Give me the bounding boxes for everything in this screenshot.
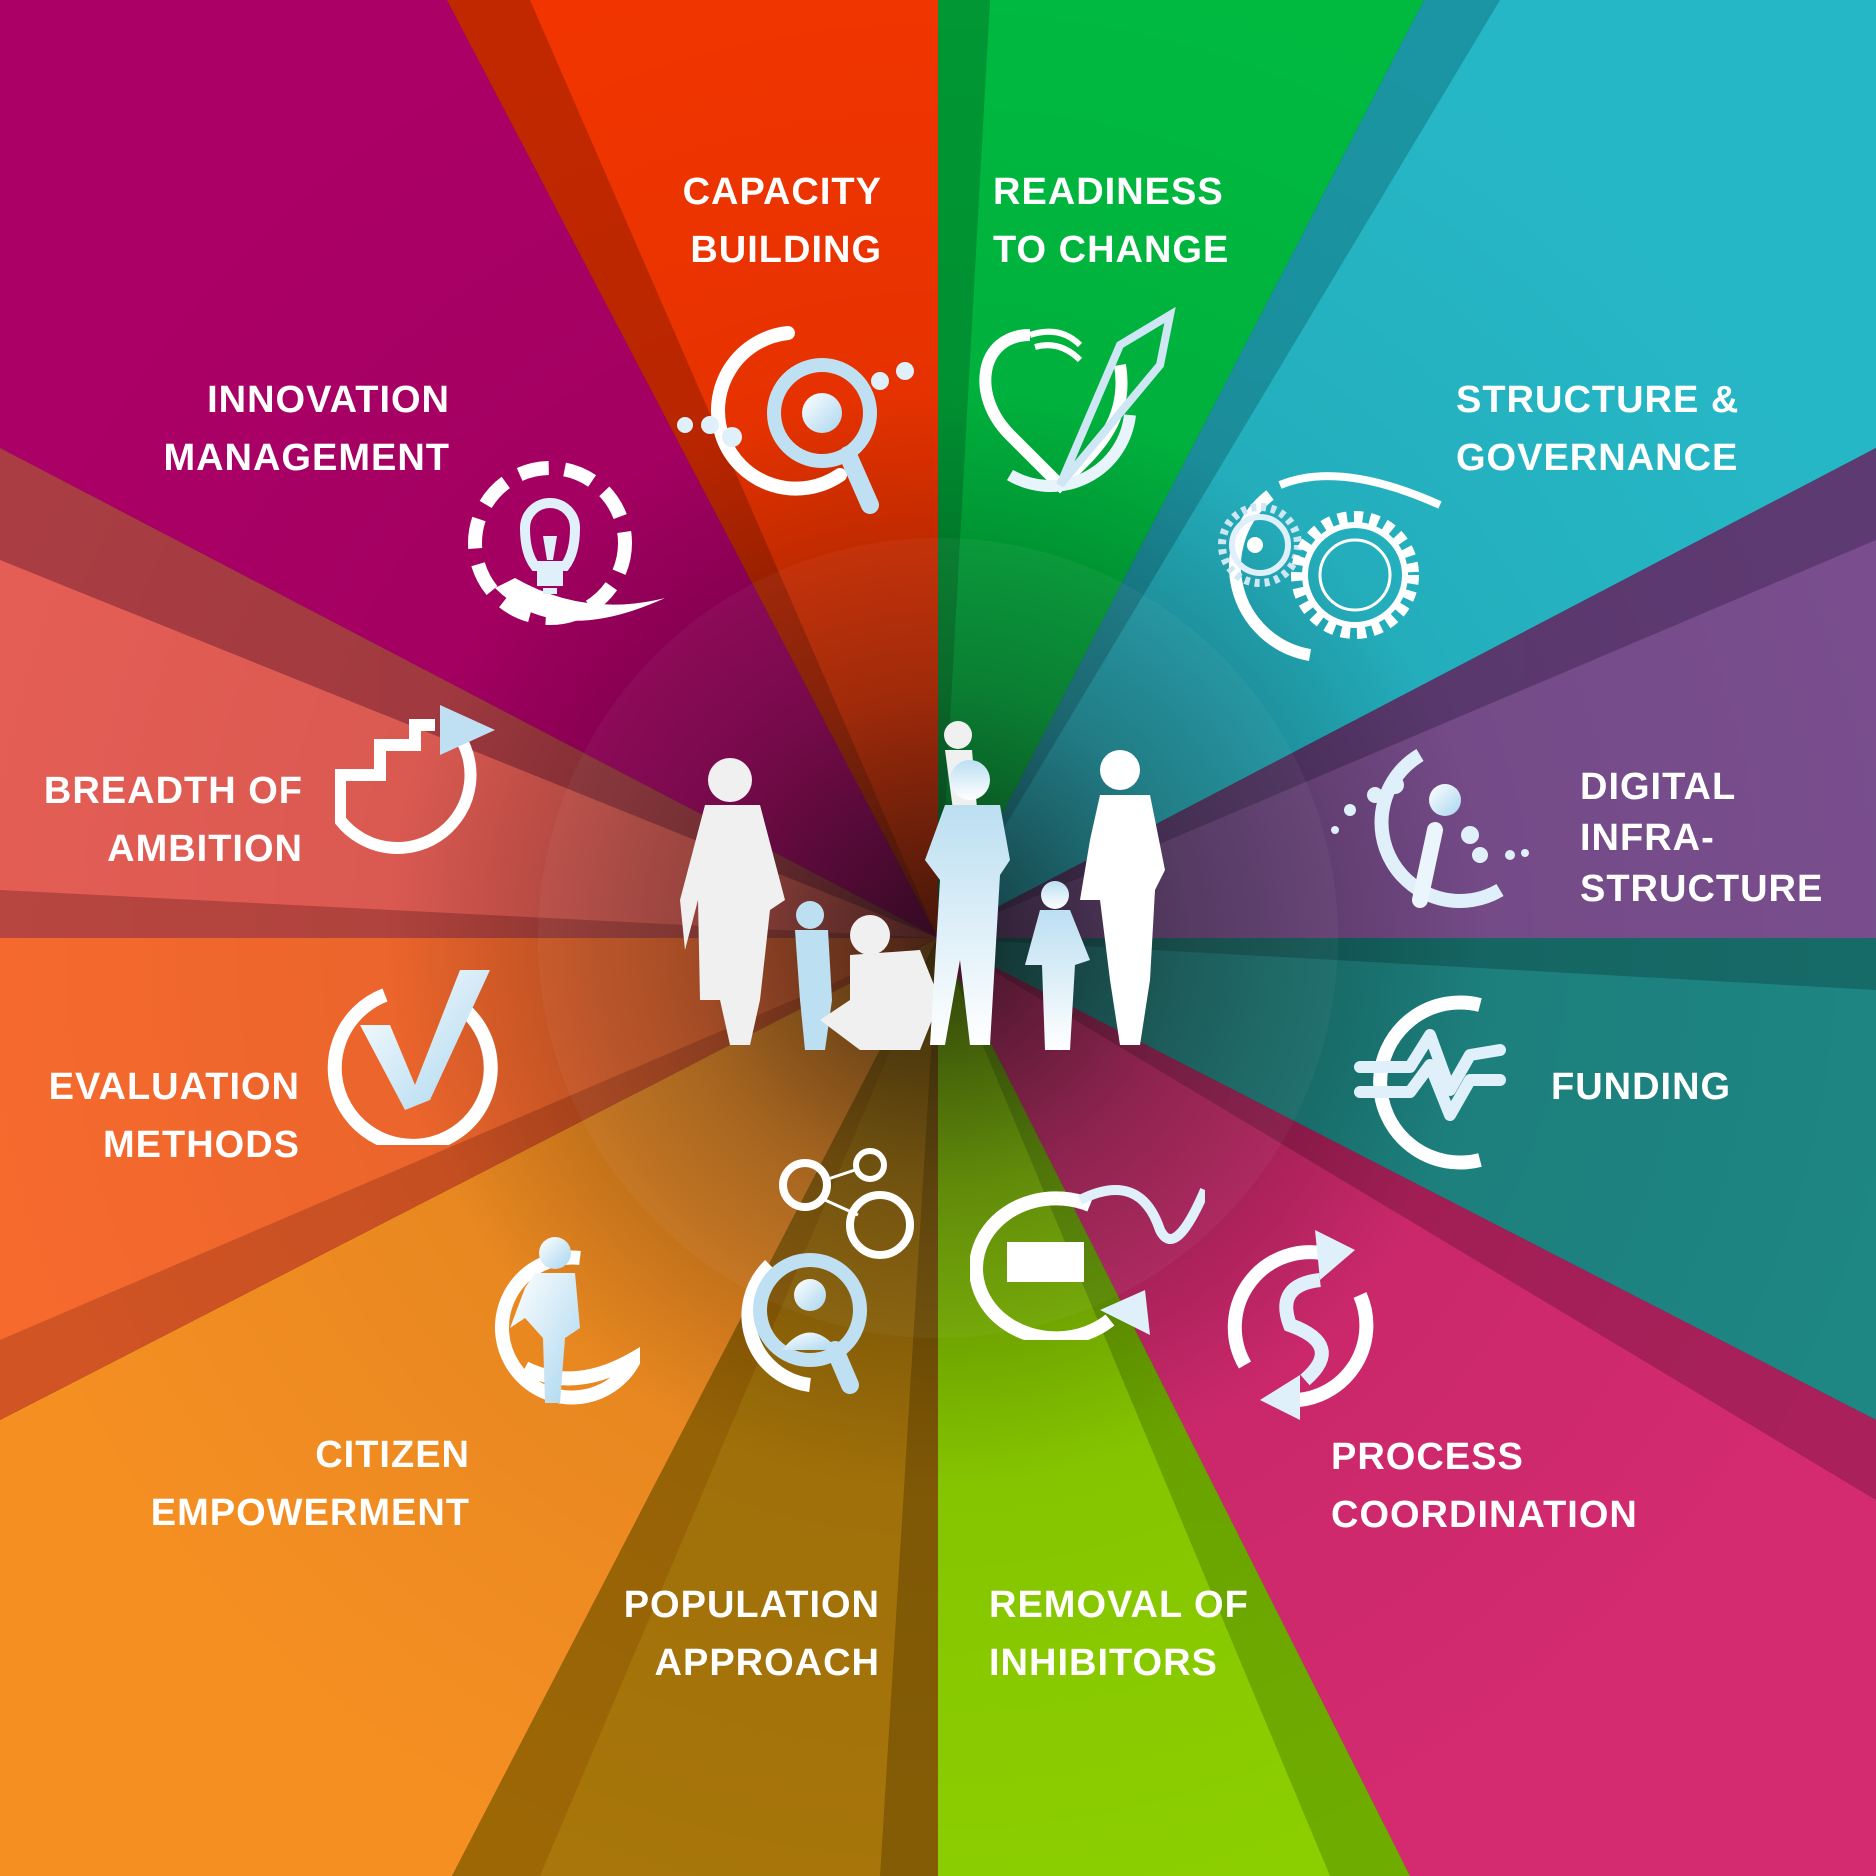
label-process-coordination: PROCESS COORDINATION [1331,1436,1638,1536]
label-population-approach: POPULATION APPROACH [623,1584,880,1684]
running-child-icon [494,1237,640,1405]
label-breadth-of-ambition: BREADTH OF AMBITION [43,770,303,870]
label-citizen-empowerment: CITIZEN EMPOWERMENT [150,1434,470,1534]
heart-arrow-icon [979,306,1176,494]
label-readiness-to-change: READINESS TO CHANGE [993,171,1230,271]
people-search-icon [741,1148,914,1394]
label-funding: FUNDING [1551,1066,1732,1108]
label-capacity-building: CAPACITY BUILDING [682,171,882,271]
stairs-arrow-icon [335,705,495,854]
minus-cycle-icon [970,1185,1205,1340]
lightbulb-icon [468,461,665,625]
gears-icon [1218,472,1442,661]
checkmark-icon [327,970,498,1145]
label-innovation-management: INNOVATION MANAGEMENT [163,379,450,479]
label-digital-infrastructure: DIGITAL INFRA- STRUCTURE [1580,766,1824,910]
sync-arrows-icon [1227,1230,1374,1420]
magnifier-target-icon [677,326,914,514]
label-removal-of-inhibitors: REMOVAL OF INHIBITORS [989,1584,1249,1684]
label-evaluation-methods: EVALUATION METHODS [48,1066,300,1166]
family-silhouettes-icon [680,721,1165,1050]
info-dots-icon [1331,748,1529,908]
euro-pulse-icon [1354,995,1506,1170]
label-structure-governance: STRUCTURE & GOVERNANCE [1456,379,1740,479]
